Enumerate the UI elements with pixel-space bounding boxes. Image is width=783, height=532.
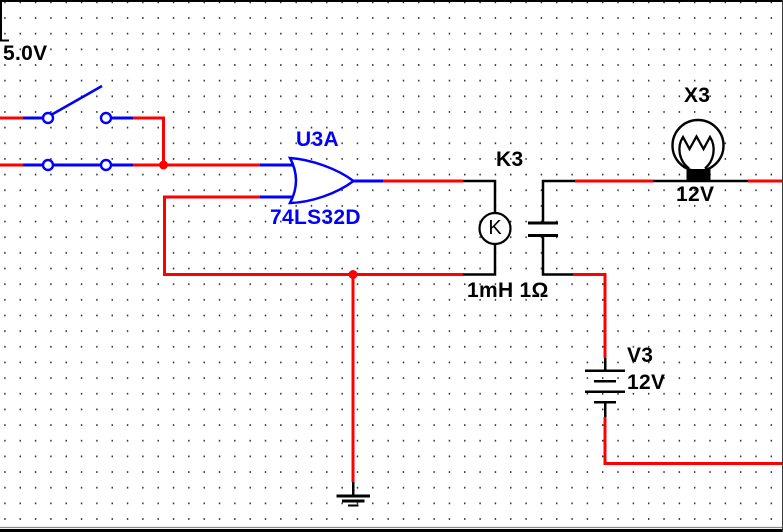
battery-value-label: 12V — [627, 371, 666, 394]
wire-feedback-loop[interactable] — [163, 195, 464, 276]
lamp-filament — [678, 134, 715, 170]
or-gate[interactable] — [287, 156, 356, 205]
lamp-base — [686, 169, 711, 182]
relay-contact-bottom-lead — [541, 237, 573, 276]
junction-dot — [348, 270, 358, 279]
vcc-symbol[interactable] — [0, 2, 9, 42]
wire-battery-return[interactable] — [603, 417, 783, 465]
lamp-value-label: 12V — [676, 183, 715, 206]
switch-terminal — [99, 158, 113, 172]
battery[interactable] — [585, 358, 625, 417]
window-bottom-border — [0, 529, 783, 532]
battery-ref-label: V3 — [627, 344, 654, 367]
junction-dot — [159, 160, 168, 170]
wire-switch-top-to-junction[interactable] — [133, 116, 165, 163]
relay-contact-top-lead — [541, 179, 575, 222]
wire-contact-to-battery[interactable] — [573, 273, 607, 359]
relay-coil[interactable] — [463, 179, 512, 276]
relay-ref-label: K3 — [496, 148, 524, 171]
window-top-border — [0, 0, 783, 2]
relay-contact[interactable] — [528, 179, 575, 276]
relay-coil-bottom-lead — [463, 244, 497, 276]
switch-closed[interactable] — [41, 158, 113, 172]
gate-ref-label: U3A — [296, 128, 339, 151]
switch-terminal — [41, 111, 55, 125]
power-source-label: 5.0V — [3, 42, 48, 65]
relay-value-label: 1mH 1Ω — [467, 279, 549, 302]
switch-open[interactable] — [41, 84, 113, 125]
switch-terminal — [41, 158, 55, 172]
switch-terminal — [99, 111, 113, 125]
lamp-ref-label: X3 — [684, 84, 711, 107]
relay-coil-top-lead — [463, 179, 497, 213]
ground-symbol[interactable] — [336, 482, 371, 507]
switch-arm-open — [50, 84, 103, 117]
relay-coil-letter: K — [488, 217, 502, 239]
lamp[interactable] — [653, 118, 748, 183]
gate-part-label: 74LS32D — [270, 206, 361, 229]
